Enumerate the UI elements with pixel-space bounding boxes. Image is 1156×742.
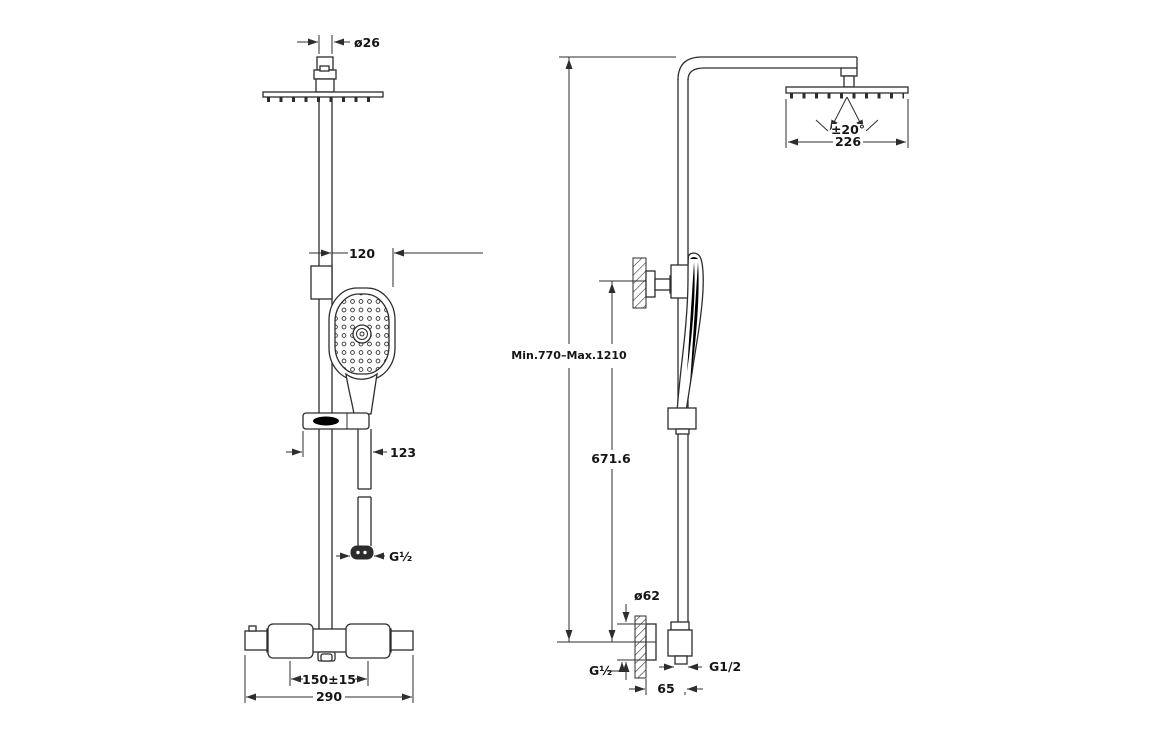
label-inlet-thread: G½ [589,663,612,678]
dim-flange-diameter: ø62 [617,588,660,680]
label-bracket-width: 123 [390,445,416,460]
label-flange-diameter: ø62 [634,588,660,603]
front-riser-pipe [318,97,333,630]
front-view: ø26 120 123 G½ [244,35,483,704]
dim-pipe-diameter: ø26 [297,35,380,54]
front-dimensions: ø26 120 123 G½ [244,35,483,704]
dim-inlet-thread: G½ [589,662,626,678]
label-head-size: 226 [835,134,861,149]
label-riser-height: 671.6 [591,451,631,466]
label-outlet-thread: G1/2 [709,659,741,674]
wall-hatch-upper [632,257,647,309]
front-holder-bracket [302,412,370,430]
side-slider-block [667,407,697,430]
side-riser-pipe [677,56,858,630]
dim-inlet-spacing: 150±15 [289,661,369,687]
dim-wall-distance: 65 [629,679,703,696]
wall-hatch-lower [634,615,647,679]
dim-body-width: 290 [244,655,414,704]
dim-height-range: Min.770–Max.1210 [511,56,676,643]
front-shower-hose [357,429,372,546]
dim-head-tilt: ±20° [815,96,879,137]
side-wall-bracket [632,257,691,309]
front-hose-nut [350,545,374,560]
valve-handle-right [345,623,391,659]
side-rain-head [785,86,909,99]
side-view: ±20° 226 Min.770–Max.1210 [511,56,909,696]
side-dimensions: ±20° 226 Min.770–Max.1210 [511,56,909,696]
label-inlet-spacing: 150±15 [302,672,356,687]
front-rain-head [262,91,384,102]
label-head-tilt: ±20° [831,122,865,137]
dim-head-size: 226 [785,99,909,149]
dim-hose-thread: G½ [336,549,412,564]
dim-riser-height: 671.6 [591,280,646,642]
valve-outlet-side [674,655,688,665]
label-hose-thread: G½ [389,549,412,564]
front-slider-block [310,265,333,300]
side-head-connector [840,67,858,88]
label-body-width: 290 [316,689,342,704]
label-wall-distance: 65 [657,681,674,696]
front-top-connector [313,56,337,93]
valve-handle-left [267,623,314,659]
valve-body-side [667,629,693,657]
dim-bracket-width: 123 [286,431,416,460]
front-hand-shower [328,287,396,415]
front-mixer-valve [244,623,414,662]
label-pipe-diameter: ø26 [354,35,380,50]
dim-outlet-thread: G1/2 [659,659,741,674]
label-handshower-offset: 120 [349,246,375,261]
dim-handshower-offset: 120 [309,246,483,287]
side-hand-shower [667,252,704,435]
hand-shower-handle [345,372,378,415]
label-height-range: Min.770–Max.1210 [511,349,627,362]
